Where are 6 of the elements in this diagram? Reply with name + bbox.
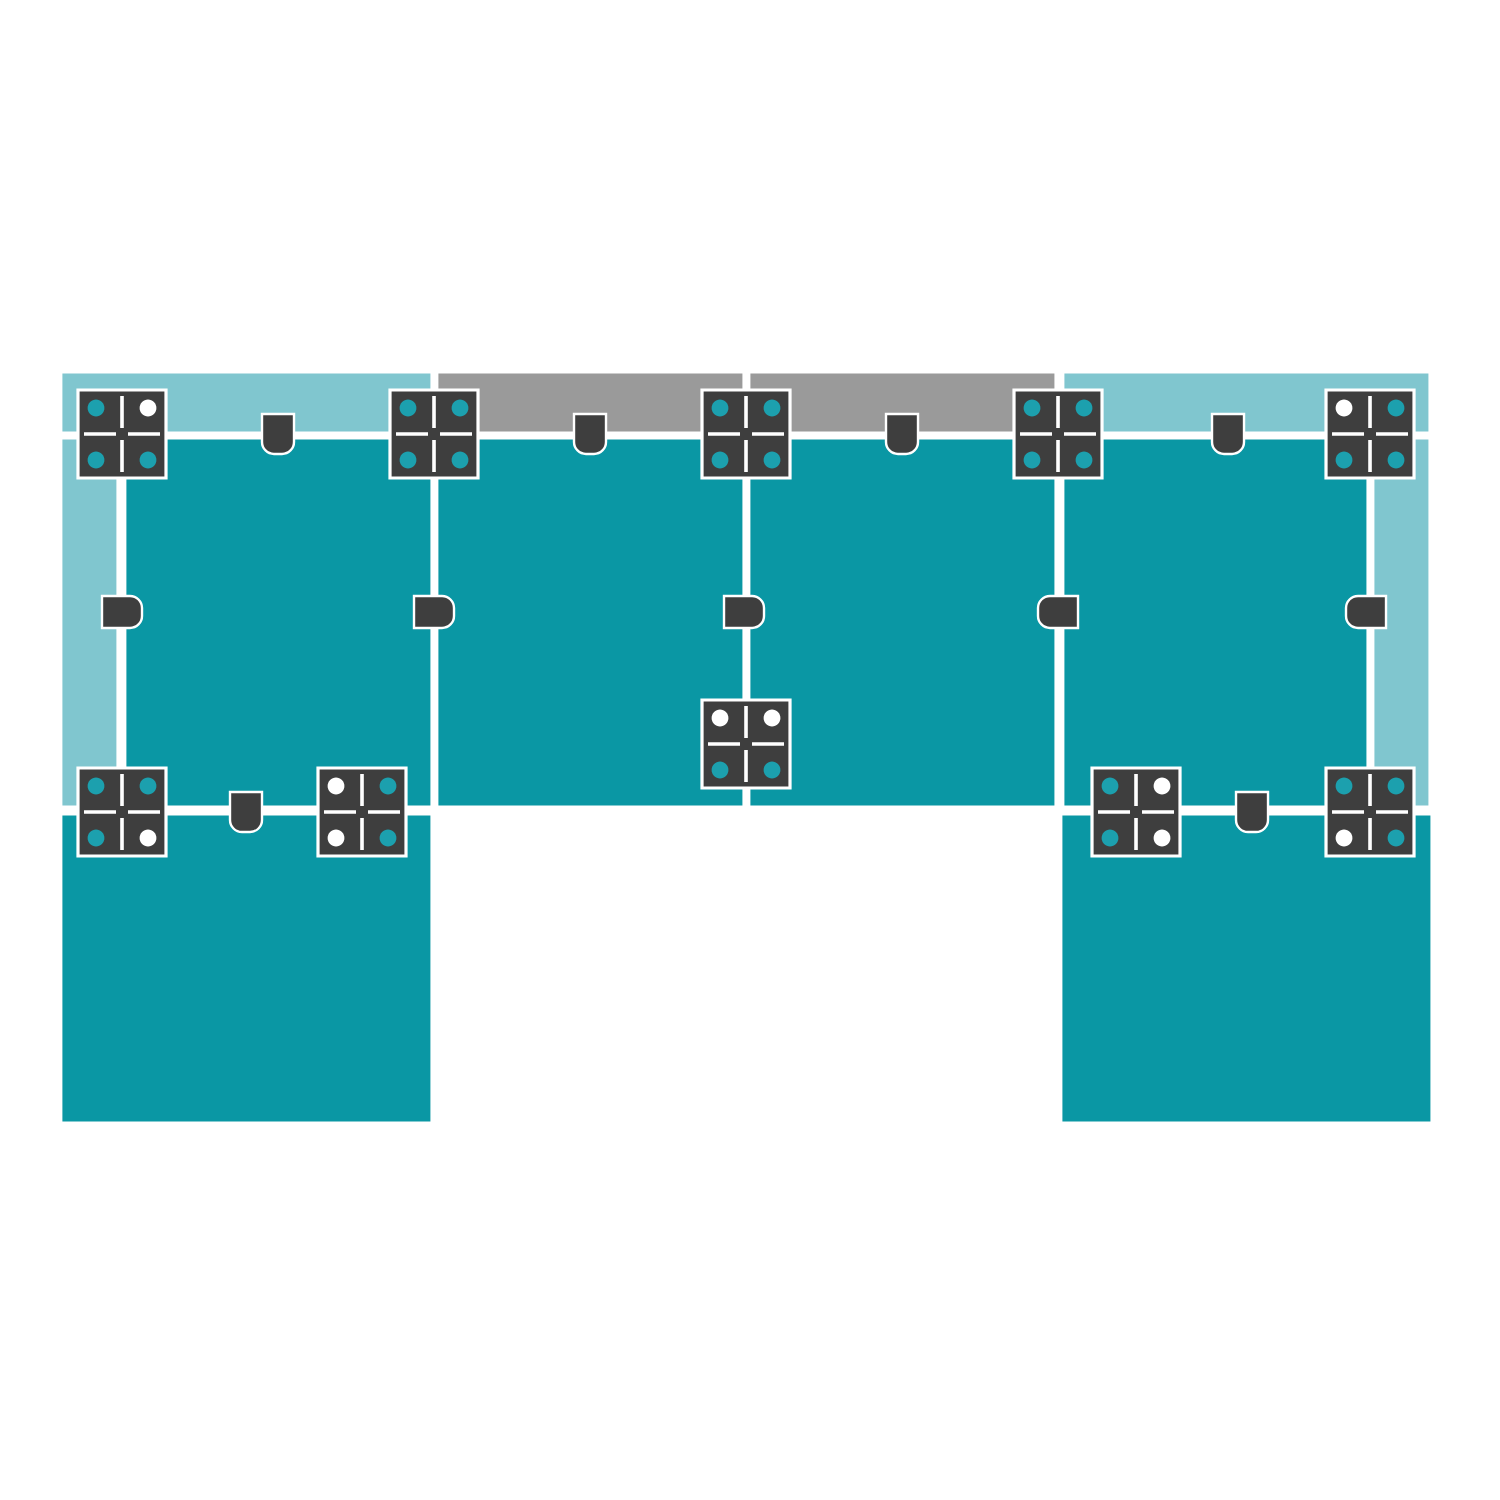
- floor-panel: [1064, 439, 1367, 806]
- floor-panel: [1062, 815, 1431, 1122]
- floor-panel: [438, 439, 743, 806]
- floor-panel: [750, 439, 1055, 806]
- floor-panel: [62, 815, 431, 1122]
- floor-panel: [126, 439, 431, 806]
